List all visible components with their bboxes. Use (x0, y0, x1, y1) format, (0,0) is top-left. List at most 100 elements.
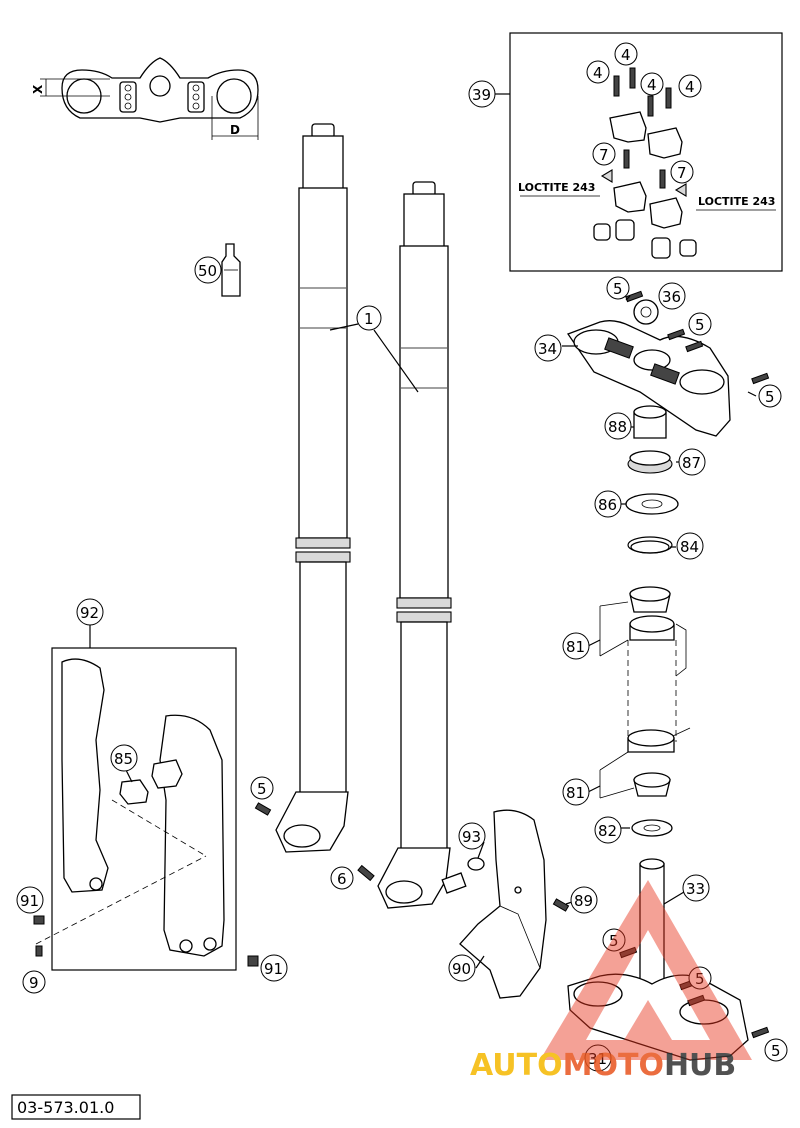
callout-34: 34 (534, 334, 562, 362)
svg-text:6: 6 (337, 870, 347, 888)
handlebar-clamp-box: LOCTITE 243 LOCTITE 243 (509, 32, 783, 272)
svg-text:93: 93 (462, 828, 481, 846)
svg-text:33: 33 (686, 880, 705, 898)
svg-text:87: 87 (682, 454, 701, 472)
svg-text:5: 5 (771, 1042, 781, 1060)
dimension-d-label: D (230, 123, 240, 137)
svg-text:86: 86 (598, 496, 617, 514)
callout-85: 85 (110, 744, 138, 772)
lower-triple-clamp (567, 858, 770, 1061)
svg-text:36: 36 (662, 288, 681, 306)
svg-text:9: 9 (29, 974, 39, 992)
svg-text:5: 5 (695, 316, 705, 334)
callout-31: 31 (584, 1044, 612, 1072)
callout-84: 84 (676, 532, 704, 560)
callout-badges: 1 4 4 4 4 7 7 39 50 5 36 5 34 5 88 87 86… (16, 42, 788, 1072)
callout-7a: 7 (592, 142, 616, 166)
doc-number: 03-573.01.0 (17, 1098, 114, 1117)
upper-triple-clamp (566, 290, 770, 437)
callout-leader-lines (89, 93, 757, 969)
svg-text:5: 5 (613, 280, 623, 298)
callout-9: 9 (22, 970, 46, 994)
svg-text:7: 7 (599, 146, 609, 164)
callout-5-lower-b: 5 (688, 966, 712, 990)
svg-text:81: 81 (566, 784, 585, 802)
right-fork-leg (377, 181, 467, 909)
svg-text:88: 88 (608, 418, 627, 436)
fork-guard-box (33, 647, 259, 971)
callout-82: 82 (594, 816, 622, 844)
callout-91-right: 91 (260, 954, 288, 982)
svg-text:91: 91 (20, 892, 39, 910)
callout-89: 89 (570, 886, 598, 914)
watermark-auto: AUTO (470, 1048, 563, 1083)
svg-text:5: 5 (695, 970, 705, 988)
watermark-hub: HUB (664, 1048, 736, 1083)
callout-7b: 7 (670, 160, 694, 184)
callout-50: 50 (194, 256, 222, 284)
callout-88: 88 (604, 412, 632, 440)
callout-33: 33 (682, 874, 710, 902)
svg-text:4: 4 (621, 46, 631, 64)
svg-text:92: 92 (80, 604, 99, 622)
watermark-moto: MOTO (563, 1048, 664, 1083)
callout-87: 87 (678, 448, 706, 476)
callout-5-top: 5 (606, 276, 630, 300)
callout-91-left: 91 (16, 886, 44, 914)
svg-text:7: 7 (677, 164, 687, 182)
watermark-triangle-logo (540, 880, 752, 1060)
callout-5-lower-a: 5 (602, 928, 626, 952)
loctite-label-left: LOCTITE 243 (518, 181, 595, 194)
callout-93: 93 (458, 822, 486, 850)
disc-guard (459, 809, 570, 999)
svg-text:81: 81 (566, 638, 585, 656)
callout-4d: 4 (678, 74, 702, 98)
svg-text:50: 50 (198, 262, 217, 280)
bolt-6 (357, 864, 375, 882)
callout-1: 1 (356, 305, 382, 331)
callout-6: 6 (330, 866, 354, 890)
doc-number-box: 03-573.01.0 (11, 1094, 141, 1120)
left-fork-leg (275, 123, 351, 853)
callout-5-lower-c: 5 (764, 1038, 788, 1062)
svg-text:5: 5 (765, 388, 775, 406)
callout-5-mid: 5 (688, 312, 712, 336)
triple-clamp-dimension-sketch: X D (31, 57, 259, 140)
svg-text:4: 4 (647, 76, 657, 94)
svg-text:34: 34 (538, 340, 557, 358)
clamp-bushings (593, 219, 697, 259)
callout-81a: 81 (562, 632, 590, 660)
callout-81b: 81 (562, 778, 590, 806)
svg-text:85: 85 (114, 750, 133, 768)
callout-5-right: 5 (758, 384, 782, 408)
svg-text:4: 4 (593, 64, 603, 82)
svg-text:31: 31 (588, 1050, 607, 1068)
svg-text:90: 90 (452, 960, 471, 978)
svg-text:5: 5 (257, 780, 267, 798)
callout-4c: 4 (640, 72, 664, 96)
callout-36: 36 (658, 282, 686, 310)
fork-oil-bottle (221, 243, 241, 297)
callout-4a: 4 (614, 42, 638, 66)
callout-5-fork: 5 (250, 776, 274, 800)
callout-92: 92 (76, 598, 104, 626)
svg-text:1: 1 (364, 310, 374, 328)
svg-text:AUTOMOTOHUB: AUTOMOTOHUB (470, 1048, 736, 1083)
svg-text:84: 84 (680, 538, 699, 556)
callout-90: 90 (448, 954, 476, 982)
clamp-bolts (613, 67, 672, 117)
svg-text:4: 4 (685, 78, 695, 96)
bolt-5-left (254, 802, 272, 816)
svg-text:89: 89 (574, 892, 593, 910)
callout-39: 39 (468, 80, 496, 108)
svg-text:5: 5 (609, 932, 619, 950)
svg-text:82: 82 (598, 822, 617, 840)
callout-86: 86 (594, 490, 622, 518)
steering-stack (599, 405, 691, 837)
callout-4b: 4 (586, 60, 610, 84)
svg-text:39: 39 (472, 86, 491, 104)
loctite-label-right: LOCTITE 243 (698, 195, 775, 208)
dimension-x-label: X (31, 84, 45, 94)
svg-text:91: 91 (264, 960, 283, 978)
